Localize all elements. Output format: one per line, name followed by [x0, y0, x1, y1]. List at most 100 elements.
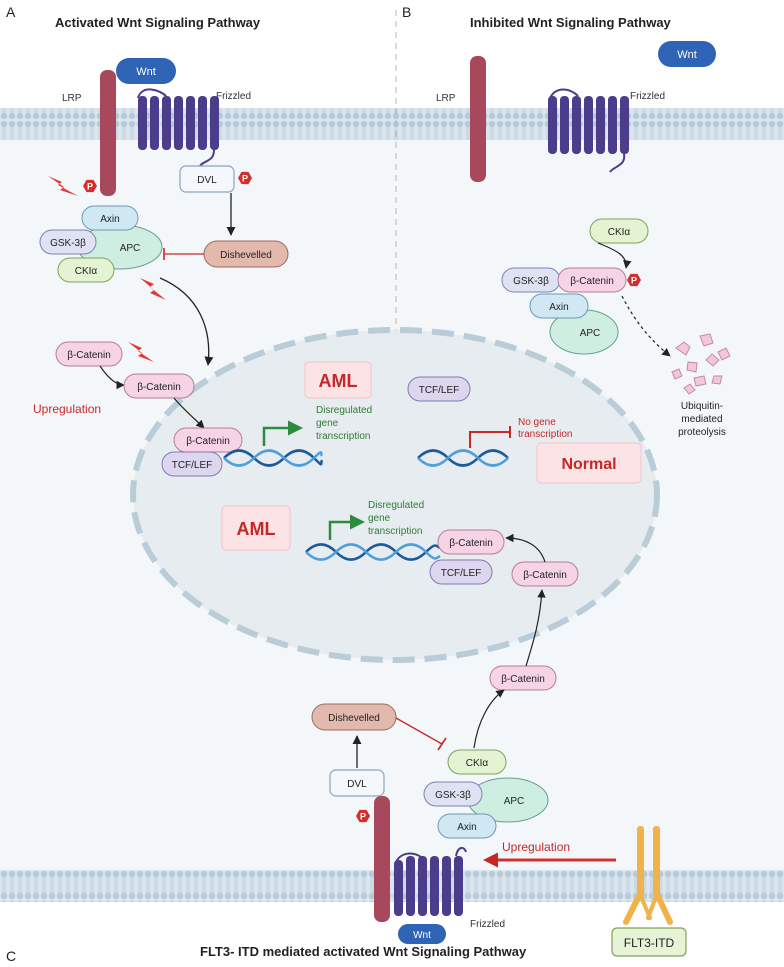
panel-b-letter: B [402, 4, 411, 20]
axin-label: Axin [100, 214, 119, 225]
panel-a-title: Activated Wnt Signaling Pathway [55, 15, 261, 30]
beta-catenin-label: β-Catenin [501, 674, 545, 685]
frizzled-label: Frizzled [470, 919, 505, 930]
svg-text:P: P [87, 182, 93, 192]
phospho-badge-dvl [238, 171, 252, 185]
wnt-label: Wnt [677, 49, 697, 61]
disregulated-text: Disregulated [368, 500, 424, 511]
svg-text:gene: gene [316, 418, 339, 429]
wnt-ligand [116, 58, 176, 84]
aml-box [304, 361, 372, 399]
transcription-arrow [262, 420, 303, 446]
svg-text:P: P [631, 276, 637, 286]
panel-a: LRP Wnt Frizzled DVL P Dishevelled P [33, 58, 372, 477]
beta-catenin-label: β-Catenin [137, 382, 181, 393]
dvl-label: DVL [347, 779, 367, 790]
membrane-top [0, 108, 784, 140]
lrp-receptor [470, 56, 486, 182]
no-gene-text: No gene [518, 417, 556, 428]
svg-text:transcription: transcription [316, 431, 370, 442]
tcf-lef-label: TCF/LEF [172, 460, 213, 471]
dna-strand [417, 449, 509, 467]
wnt-label: Wnt [136, 66, 156, 78]
wnt-ligand [658, 41, 716, 67]
dna-strand [223, 449, 324, 467]
beta-catenin-node [123, 373, 195, 399]
lrp-receptor [100, 70, 116, 196]
flt3-itd-receptor [623, 826, 673, 925]
svg-text:P: P [360, 812, 366, 822]
aml-label: AML [237, 519, 276, 539]
beta-catenin-node [437, 529, 505, 555]
gsk3b-node [39, 229, 97, 255]
beta-catenin-label: β-Catenin [186, 436, 230, 447]
ck1a-label: CKIα [608, 227, 631, 238]
tcf-lef-label: TCF/LEF [441, 568, 482, 579]
normal-label: Normal [561, 456, 616, 473]
svg-text:gene: gene [368, 513, 391, 524]
ck1a-label: CKIα [466, 758, 489, 769]
aml-box [221, 505, 291, 551]
lrp-receptor [374, 796, 390, 922]
frizzled-label: Frizzled [630, 91, 665, 102]
beta-catenin-label: β-Catenin [449, 538, 493, 549]
normal-box [536, 442, 642, 484]
frizzled-receptor [548, 96, 629, 173]
beta-catenin-node [489, 665, 557, 691]
svg-text:P: P [242, 174, 248, 184]
ck1a-node [447, 749, 507, 775]
dvl-box [329, 769, 385, 797]
axin-node [81, 205, 139, 231]
lrp-label: LRP [436, 93, 456, 104]
axin-node [529, 293, 589, 319]
beta-catenin-label: β-Catenin [570, 276, 614, 287]
nucleus [130, 327, 660, 663]
svg-text:transcription: transcription [518, 429, 572, 440]
upregulation-label: Upregulation [502, 840, 570, 854]
flt3-itd-box [611, 927, 687, 957]
axin-label: Axin [457, 822, 476, 833]
ck1a-node [57, 257, 115, 283]
svg-text:transcription: transcription [368, 526, 422, 537]
panel-c-letter: C [6, 948, 16, 964]
dishevelled-node [311, 703, 397, 731]
frizzled-receptor [394, 846, 467, 916]
ubiquitin-text: Ubiquitin- [681, 401, 723, 412]
wnt-ligand [398, 924, 446, 944]
aml-label: AML [319, 371, 358, 391]
gsk3b-label: GSK-3β [435, 790, 471, 801]
dvl-label: DVL [197, 175, 217, 186]
panel-b-title: Inhibited Wnt Signaling Pathway [470, 15, 672, 30]
proteolysis-fragments [671, 333, 731, 395]
beta-catenin-node [557, 267, 627, 293]
frizzled-label: Frizzled [216, 91, 251, 102]
beta-catenin-node [55, 341, 123, 367]
svg-text:proteolysis: proteolysis [678, 427, 726, 438]
gsk3b-label: GSK-3β [513, 276, 549, 287]
beta-catenin-label: β-Catenin [523, 570, 567, 581]
tcf-lef-label: TCF/LEF [419, 385, 460, 396]
ck1a-node [589, 218, 649, 244]
transcription-arrow [328, 514, 365, 540]
gsk3b-node [423, 781, 483, 807]
apc-label: APC [120, 243, 141, 254]
blocked-transcription-arrow [469, 431, 510, 448]
phospho-badge-lrp [356, 809, 370, 823]
wnt-label: Wnt [413, 930, 431, 941]
tcf-lef-node [429, 559, 493, 585]
panel-b: LRP Wnt Frizzled CKIα APC Axin GSK-3β β-… [407, 41, 731, 484]
dna-strand [305, 543, 441, 561]
phospho-badge [627, 273, 641, 287]
tcf-lef-node [407, 376, 471, 402]
axin-label: Axin [549, 302, 568, 313]
dvl-box [179, 165, 235, 193]
lightning-icon [140, 278, 166, 300]
disregulated-text: Disregulated [316, 405, 372, 416]
tcf-lef-node [161, 451, 223, 477]
panel-a-letter: A [6, 4, 16, 20]
dishevelled-label: Dishevelled [220, 250, 272, 261]
frizzled-receptor [138, 96, 219, 167]
flt3-itd-label: FLT3-ITD [624, 936, 675, 950]
apc-label: APC [504, 796, 525, 807]
